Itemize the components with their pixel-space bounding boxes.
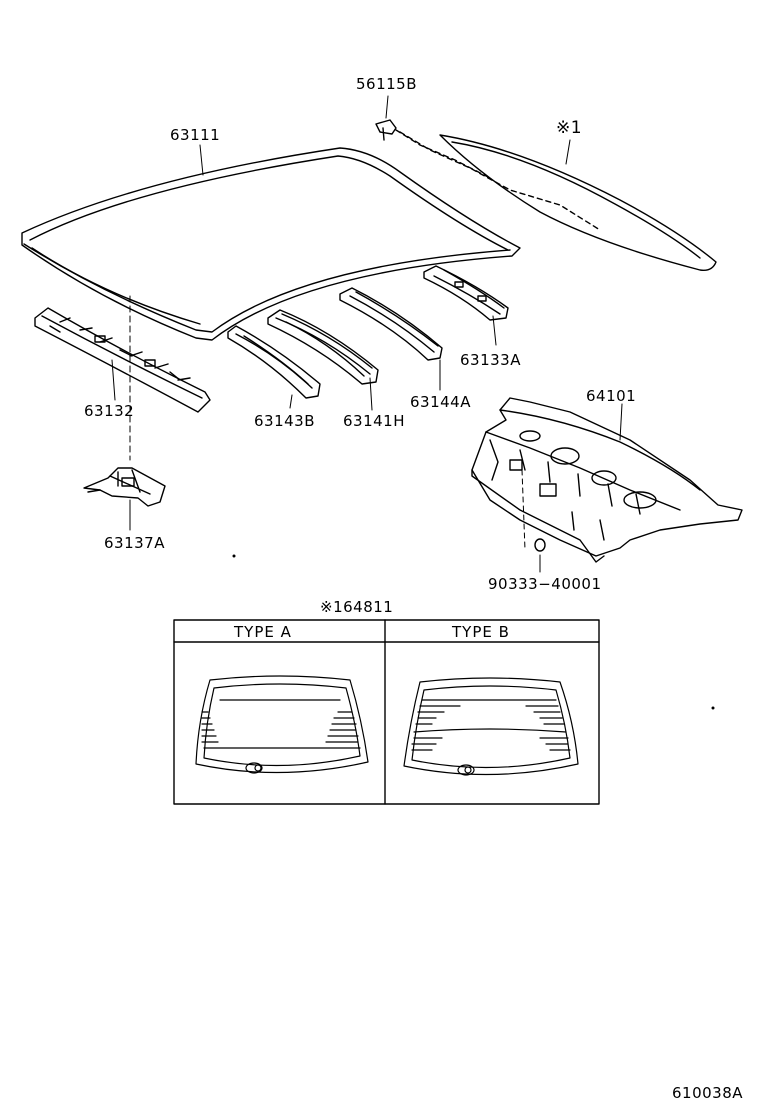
roof-bow-63144a [339, 287, 443, 361]
label-64811: ※164811 [320, 598, 394, 616]
label-note-1: ※1 [556, 118, 583, 138]
table-header-type-a: TYPE A [234, 623, 292, 641]
label-63137a: 63137A [104, 534, 165, 552]
speck [232, 554, 236, 558]
label-63132: 63132 [84, 402, 135, 420]
nut-90333 [534, 538, 546, 552]
roof-bow-63143b [227, 325, 321, 399]
label-63143b: 63143B [254, 412, 316, 430]
glass-type-b [403, 677, 579, 776]
package-tray-64101 [471, 397, 743, 563]
front-header-63132 [34, 307, 211, 413]
label-64101: 64101 [586, 387, 637, 405]
roof-panel [21, 147, 521, 341]
roof-bow-63141h [267, 309, 379, 385]
speck [711, 706, 715, 710]
glass-type-a [195, 675, 369, 774]
rear-glass [439, 134, 717, 272]
label-90333-40001: 90333−40001 [488, 575, 602, 593]
label-63144a: 63144A [410, 393, 471, 411]
diagram-code: 610038A [672, 1084, 744, 1102]
label-63141h: 63141H [343, 412, 405, 430]
types-table [173, 619, 600, 805]
label-63111: 63111 [170, 126, 221, 144]
label-63133a: 63133A [460, 351, 521, 369]
label-56115b: 56115B [356, 75, 418, 93]
clip-56115b [375, 119, 601, 231]
table-header-type-b: TYPE B [452, 623, 510, 641]
leader-lines [111, 95, 623, 573]
rear-header-63133a [423, 265, 509, 321]
bracket-63137a [83, 467, 166, 507]
